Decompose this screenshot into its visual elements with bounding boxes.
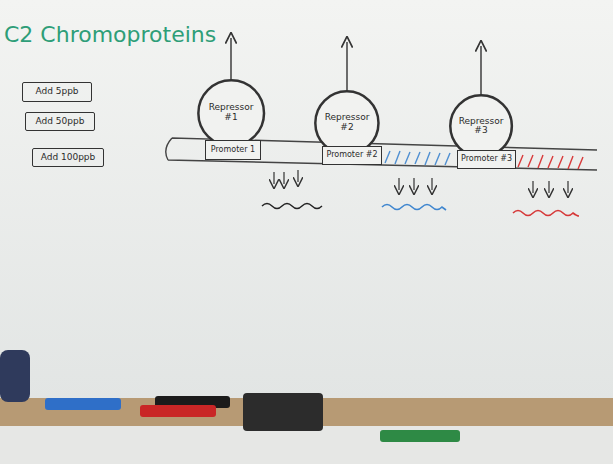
title: C2 Chromoproteins — [4, 22, 216, 47]
node-text: Add 5ppb — [35, 87, 78, 97]
green-marker — [380, 430, 460, 442]
repressor-circle: Repressor #1 — [197, 79, 265, 147]
blue-marker — [45, 398, 121, 410]
node-text: Repressor #2 — [320, 113, 374, 133]
blue-gene-hatch — [385, 151, 450, 165]
release-arrow — [231, 38, 481, 98]
mrna-blue — [382, 205, 446, 211]
node-text: Add 50ppb — [36, 117, 85, 127]
dose-box: Add 5ppb — [22, 82, 92, 102]
red-marker — [140, 405, 216, 417]
mrna-black — [262, 204, 322, 209]
board — [0, 0, 613, 400]
cap — [0, 350, 30, 402]
node-text: Repressor #1 — [203, 103, 259, 123]
node-text: Promoter 1 — [211, 146, 255, 155]
promoter-box: Promoter #3 — [457, 150, 516, 169]
node-text: Repressor #3 — [455, 117, 507, 137]
node-text: Promoter #3 — [461, 155, 512, 164]
wall — [0, 426, 613, 464]
transcription-arrows — [274, 170, 568, 193]
eraser — [243, 393, 323, 431]
dna-strand — [166, 138, 597, 170]
promoter-box: Promoter 1 — [205, 140, 261, 160]
dose-box: Add 100ppb — [32, 148, 104, 167]
dose-box: Add 50ppb — [25, 112, 95, 131]
repressor-circle: Repressor #3 — [449, 94, 513, 158]
mrna-red — [513, 211, 579, 217]
node-text: Add 100ppb — [41, 153, 96, 163]
red-gene-hatch — [518, 155, 583, 169]
node-text: Promoter #2 — [326, 151, 377, 160]
promoter-box: Promoter #2 — [322, 146, 382, 165]
